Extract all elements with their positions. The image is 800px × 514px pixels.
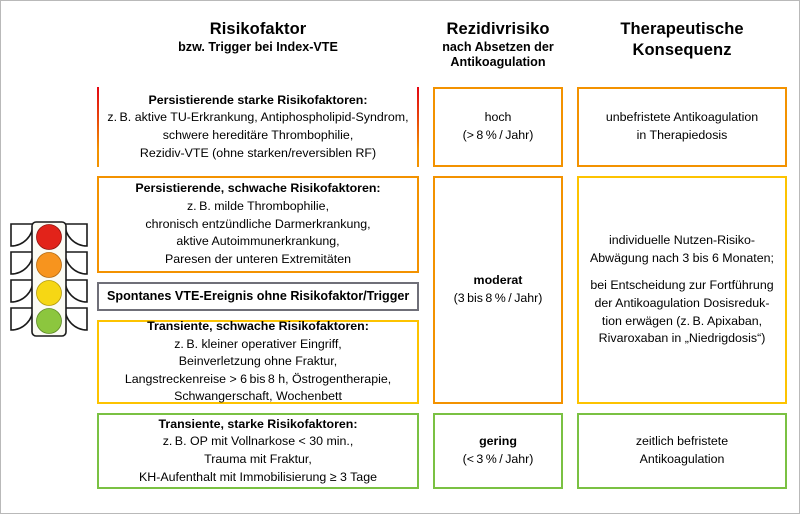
- row-detail: Trauma mit Fraktur,: [204, 452, 312, 466]
- recurrence-risk-box-high: hoch (> 8 % / Jahr): [433, 87, 563, 167]
- row-title: Transiente, schwache Risikofaktoren:: [147, 318, 369, 333]
- therapy-box-high: unbefristete Antikoagulation in Therapie…: [577, 87, 787, 167]
- therapy-line: in Therapiedosis: [636, 128, 728, 142]
- row-detail: schwere hereditäre Thrombophilie,: [162, 128, 354, 142]
- row-detail: z. B. aktive TU-Erkrankung, Antiphosphol…: [107, 110, 409, 125]
- therapy-line: der Antikoagulation Dosisreduk-: [594, 296, 770, 310]
- risk-factor-box-persistent-weak: Persistierende, schwache Risikofaktoren:…: [97, 176, 419, 273]
- risk-level-label: moderat: [473, 273, 523, 288]
- header-therapeutische-konsequenz-line1: Therapeutische: [620, 20, 744, 38]
- row-detail: Langstreckenreise > 6 bis 8 h, Östrogent…: [124, 371, 392, 386]
- therapy-line: Rivaroxaban in „Niedrigdosis“): [598, 331, 766, 346]
- traffic-light-icon: [7, 220, 91, 338]
- header-risikofaktor-title: Risikofaktor: [209, 20, 307, 38]
- therapy-box-low: zeitlich befristete Antikoagulation: [577, 413, 787, 489]
- row-detail: z. B. kleiner operativer Eingriff,: [174, 336, 342, 351]
- header-rezidivrisiko-subtitle-line2: Antikoagulation: [450, 55, 546, 70]
- row-detail: chronisch entzündliche Darmerkrankung,: [145, 216, 371, 231]
- row-title: Persistierende, schwache Risikofaktoren:: [135, 181, 381, 196]
- row-detail: z. B. OP mit Vollnarkose < 30 min.,: [162, 434, 354, 449]
- row-detail: Beinverletzung ohne Fraktur,: [178, 354, 338, 369]
- row-title: Persistierende starke Risikofaktoren:: [148, 92, 368, 107]
- therapy-line: individuelle Nutzen-Risiko-: [609, 233, 755, 248]
- risk-level-value: (3 bis 8 % / Jahr): [453, 291, 543, 305]
- recurrence-risk-box-low: gering (< 3 % / Jahr): [433, 413, 563, 489]
- risk-level-label: hoch: [484, 110, 512, 125]
- column-headers: Risikofaktor bzw. Trigger bei Index-VTE …: [1, 1, 799, 85]
- header-rezidivrisiko-title: Rezidivrisiko: [446, 20, 550, 38]
- row-detail: Rezidiv-VTE (ohne starken/reversiblen RF…: [139, 145, 377, 160]
- risk-factor-box-persistent-strong: Persistierende starke Risikofaktoren: z.…: [97, 87, 419, 167]
- risk-level-label: gering: [479, 434, 517, 449]
- header-therapeutische-konsequenz: Therapeutische Konsequenz: [577, 19, 787, 60]
- therapy-line: Antikoagulation: [639, 452, 725, 466]
- risk-level-value: (> 8 % / Jahr): [462, 128, 534, 142]
- therapy-line: tion erwägen (z. B. Apixaban,: [601, 313, 763, 328]
- header-risikofaktor: Risikofaktor bzw. Trigger bei Index-VTE: [97, 19, 419, 55]
- therapy-line: Abwägung nach 3 bis 6 Monaten;: [590, 250, 774, 265]
- row-detail: KH-Aufenthalt mit Immobilisierung ≥ 3 Ta…: [139, 469, 377, 484]
- row-detail: Paresen der unteren Extremitäten: [165, 251, 351, 266]
- row-detail: aktive Autoimmunerkrankung,: [176, 234, 340, 249]
- row-title: Transiente, starke Risikofaktoren:: [158, 416, 358, 431]
- header-rezidivrisiko: Rezidivrisiko nach Absetzen der Antikoag…: [433, 19, 563, 71]
- therapy-spacer: [587, 267, 777, 277]
- row-title: Spontanes VTE-Ereignis ohne Risikofaktor…: [107, 288, 410, 303]
- risk-level-value: (< 3 % / Jahr): [462, 452, 534, 466]
- row-detail: z. B. milde Thrombophilie,: [186, 199, 330, 214]
- recurrence-risk-box-moderate: moderat (3 bis 8 % / Jahr): [433, 176, 563, 404]
- therapy-line: zeitlich befristete: [635, 434, 729, 449]
- therapy-box-moderate: individuelle Nutzen-Risiko- Abwägung nac…: [577, 176, 787, 404]
- header-rezidivrisiko-subtitle-line1: nach Absetzen der: [442, 39, 554, 54]
- risk-factor-box-transient-strong: Transiente, starke Risikofaktoren: z. B.…: [97, 413, 419, 489]
- risk-factor-box-spontaneous-vte: Spontanes VTE-Ereignis ohne Risikofaktor…: [97, 282, 419, 311]
- therapy-line: bei Entscheidung zur Fortführung: [590, 278, 774, 293]
- header-therapeutische-konsequenz-line2: Konsequenz: [632, 40, 732, 59]
- header-risikofaktor-subtitle: bzw. Trigger bei Index-VTE: [178, 39, 338, 54]
- risk-factor-box-transient-weak: Transiente, schwache Risikofaktoren: z. …: [97, 318, 419, 404]
- therapy-line: unbefristete Antikoagulation: [605, 110, 759, 125]
- row-detail: Schwangerschaft, Wochenbett: [174, 389, 342, 404]
